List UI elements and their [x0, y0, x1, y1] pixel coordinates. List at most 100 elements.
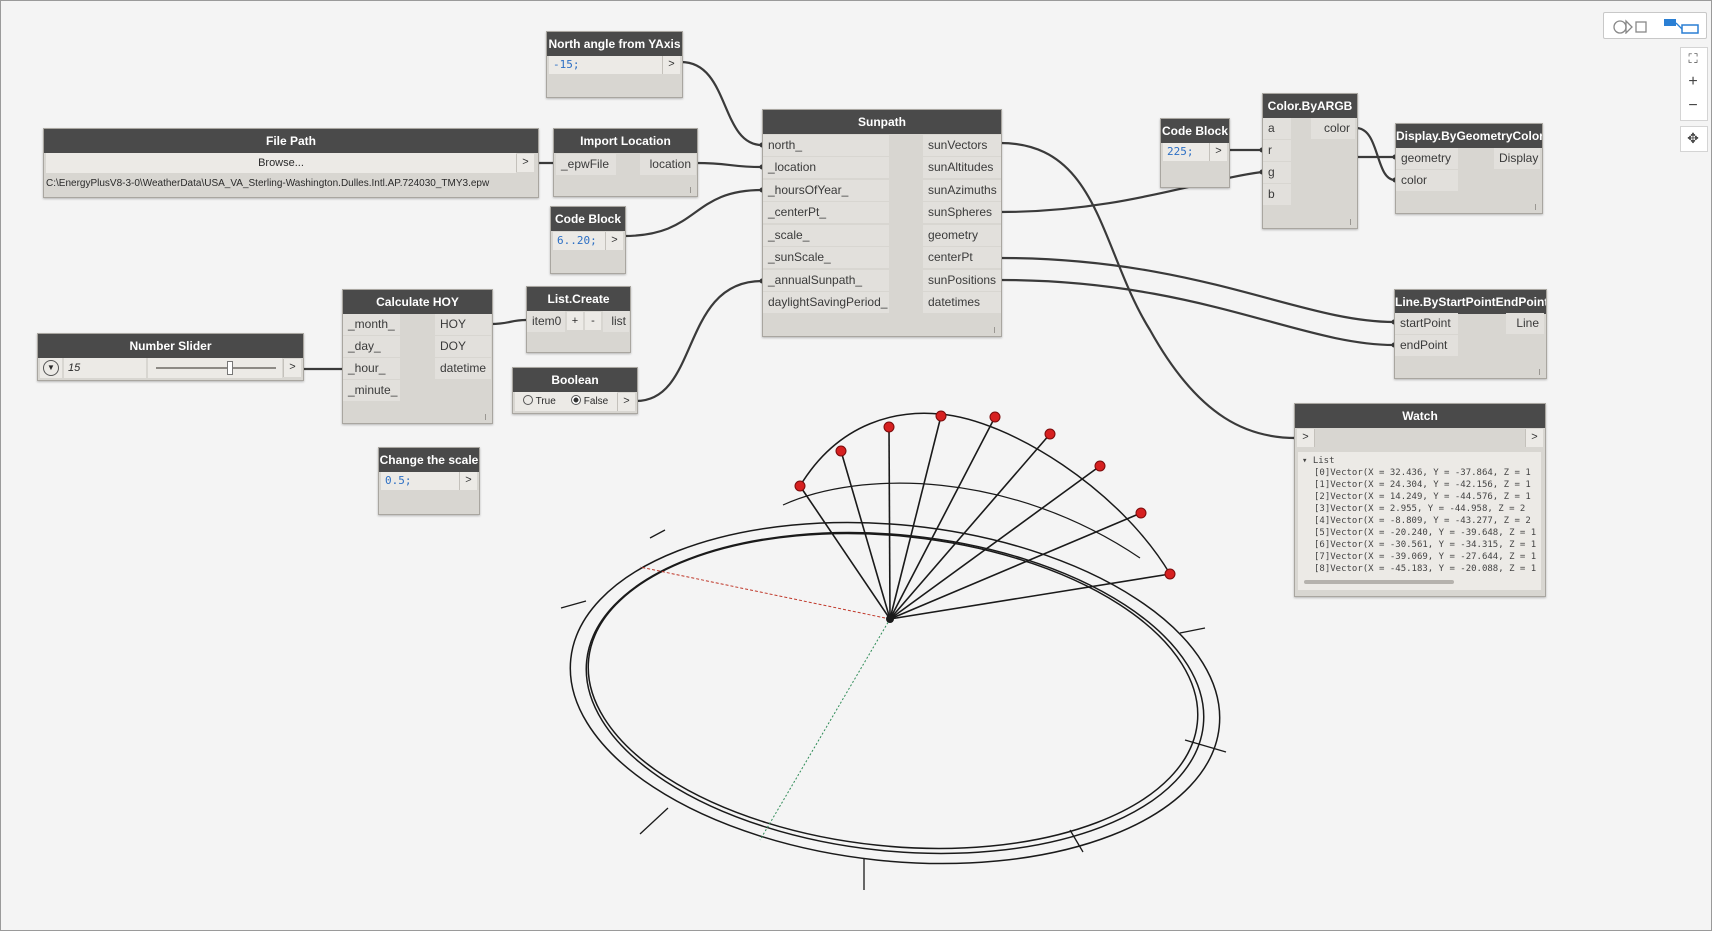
view-toggle — [1603, 12, 1707, 39]
output-port-sunpositions[interactable]: sunPositions — [923, 270, 1001, 291]
north-angle-node[interactable]: North angle from YAxis -15; > — [546, 31, 683, 98]
output-port-centerpt[interactable]: centerPt — [923, 247, 1001, 268]
number-slider-node[interactable]: Number Slider ▼ 15 > — [37, 333, 304, 381]
zoom-to-fit-button[interactable]: ⛶ — [1681, 48, 1705, 70]
output-port[interactable]: > — [283, 359, 301, 377]
slider-track-area[interactable] — [148, 358, 282, 378]
watch-node[interactable]: Watch > > ▾ List [0]Vector(X = 32.436, Y… — [1294, 403, 1546, 597]
chevron-down-icon: ▼ — [43, 360, 59, 376]
slider-track[interactable] — [156, 367, 276, 369]
output-port-display[interactable]: Display — [1494, 148, 1540, 169]
line-bystartpointendpoint-node[interactable]: Line.ByStartPointEndPoint startPoint end… — [1394, 289, 1547, 379]
code-block-input[interactable]: -15; — [549, 56, 662, 74]
file-path-text: C:\EnergyPlusV8-3-0\WeatherData\USA_VA_S… — [46, 178, 490, 189]
output-port-sunazimuths[interactable]: sunAzimuths — [923, 180, 1001, 201]
sunpath-node[interactable]: Sunpath north_ _location _hoursOfYear_ _… — [762, 109, 1002, 337]
output-port-color[interactable]: color — [1311, 118, 1355, 139]
list-create-node[interactable]: List.Create item0 + - list — [526, 286, 631, 353]
output-port-line[interactable]: Line — [1506, 313, 1544, 334]
input-port-minute[interactable]: _minute_ — [343, 380, 400, 401]
input-port-color[interactable]: color — [1396, 170, 1458, 191]
watch-item: [7]Vector(X = -39.069, Y = -27.644, Z = … — [1314, 552, 1537, 562]
input-port[interactable]: > — [1297, 429, 1315, 447]
watch-item: [3]Vector(X = 2.955, Y = -44.958, Z = 2 — [1314, 504, 1526, 514]
code-block-input[interactable]: 225; — [1163, 143, 1209, 161]
output-port-sunaltitudes[interactable]: sunAltitudes — [923, 157, 1001, 178]
watch-item: [1]Vector(X = 24.304, Y = -42.156, Z = 1 — [1314, 480, 1531, 490]
geometry-view-icon[interactable] — [1612, 18, 1652, 35]
browse-button[interactable]: Browse... — [46, 153, 516, 173]
boolean-node[interactable]: Boolean True False > — [512, 367, 638, 414]
zoom-out-button[interactable]: − — [1681, 95, 1705, 117]
graph-view-icon[interactable] — [1662, 17, 1702, 35]
input-port-sunscale[interactable]: _sunScale_ — [763, 247, 889, 268]
file-path-node[interactable]: File Path Browse... > C:\EnergyPlusV8-3-… — [43, 128, 539, 198]
code-block-input[interactable]: 6..20; — [553, 232, 605, 250]
input-port-location[interactable]: _location — [763, 157, 889, 178]
display-bygeometrycolor-node[interactable]: Display.ByGeometryColor geometry color D… — [1395, 123, 1543, 214]
output-port[interactable]: > — [1209, 143, 1227, 161]
input-port-annual[interactable]: _annualSunpath_ — [763, 270, 889, 291]
watch-item: [5]Vector(X = -20.240, Y = -39.648, Z = … — [1314, 528, 1537, 538]
input-port-day[interactable]: _day_ — [343, 336, 400, 357]
watch-item: [0]Vector(X = 32.436, Y = -37.864, Z = 1 — [1314, 468, 1531, 478]
output-port-geometry[interactable]: geometry — [923, 225, 1001, 246]
radio-selected-icon — [571, 395, 581, 405]
output-port-sunspheres[interactable]: sunSpheres — [923, 202, 1001, 223]
input-port-b[interactable]: b — [1263, 184, 1291, 205]
horizontal-scrollbar[interactable] — [1304, 580, 1454, 584]
node-title: Watch — [1295, 404, 1545, 428]
node-title: Number Slider — [38, 334, 303, 358]
slider-value[interactable]: 15 — [64, 358, 146, 378]
watch-item: [4]Vector(X = -8.809, Y = -43.277, Z = 2 — [1314, 516, 1531, 526]
output-port-doy[interactable]: DOY — [435, 336, 491, 357]
output-port[interactable]: > — [605, 232, 623, 250]
output-port[interactable]: > — [516, 154, 534, 172]
code-block-input[interactable]: 0.5; — [381, 472, 459, 490]
code-block-color-node[interactable]: Code Block 225; > — [1160, 118, 1230, 188]
input-port-north[interactable]: north_ — [763, 135, 889, 156]
input-port-centerpt[interactable]: _centerPt_ — [763, 202, 889, 223]
output-port[interactable]: > — [662, 56, 680, 74]
output-port-hoy[interactable]: HOY — [435, 314, 491, 335]
output-port[interactable]: > — [1525, 429, 1543, 447]
zoom-in-button[interactable]: + — [1681, 71, 1705, 93]
remove-input-button[interactable]: - — [585, 312, 601, 330]
node-title: File Path — [44, 129, 538, 153]
add-input-button[interactable]: + — [567, 312, 583, 330]
node-title: North angle from YAxis — [547, 32, 682, 56]
input-port-hour[interactable]: _hour_ — [343, 358, 400, 379]
input-port-a[interactable]: a — [1263, 118, 1291, 139]
input-port-startpoint[interactable]: startPoint — [1395, 313, 1458, 334]
output-port[interactable]: > — [459, 472, 477, 490]
import-location-node[interactable]: Import Location _epwFile location — [553, 128, 698, 197]
slider-thumb[interactable] — [227, 361, 234, 375]
output-port-datetimes[interactable]: datetimes — [923, 292, 1001, 313]
radio-true[interactable]: True — [523, 392, 556, 411]
output-port-list[interactable]: list — [603, 311, 629, 332]
input-port-endpoint[interactable]: endPoint — [1395, 335, 1458, 356]
input-port-scale[interactable]: _scale_ — [763, 225, 889, 246]
pan-button[interactable]: ✥ — [1681, 127, 1705, 149]
input-port-epwfile[interactable]: _epwFile — [556, 154, 616, 175]
output-port[interactable]: > — [617, 393, 635, 411]
input-port-month[interactable]: _month_ — [343, 314, 400, 335]
expand-slider-button[interactable]: ▼ — [40, 358, 62, 378]
input-port-g[interactable]: g — [1263, 162, 1291, 183]
input-port-hours[interactable]: _hoursOfYear_ — [763, 180, 889, 201]
watch-list-label: List — [1312, 456, 1335, 466]
radio-false[interactable]: False — [571, 392, 608, 411]
input-port-item0[interactable]: item0 — [527, 311, 565, 332]
input-port-daylight[interactable]: daylightSavingPeriod_ — [763, 292, 889, 313]
output-port-sunvectors[interactable]: sunVectors — [923, 135, 1001, 156]
calculate-hoy-node[interactable]: Calculate HOY _month_ _day_ _hour_ _minu… — [342, 289, 493, 424]
collapse-icon[interactable]: ▾ — [1302, 456, 1313, 466]
input-port-r[interactable]: r — [1263, 140, 1291, 161]
input-port-geometry[interactable]: geometry — [1396, 148, 1458, 169]
output-port-datetime[interactable]: datetime — [435, 358, 491, 379]
color-byargb-node[interactable]: Color.ByARGB a r g b color — [1262, 93, 1358, 229]
code-block-hours-node[interactable]: Code Block 6..20; > — [550, 206, 626, 274]
output-port-location[interactable]: location — [640, 154, 696, 175]
node-title: Line.ByStartPointEndPoint — [1395, 290, 1546, 314]
change-scale-node[interactable]: Change the scale 0.5; > — [378, 447, 480, 515]
